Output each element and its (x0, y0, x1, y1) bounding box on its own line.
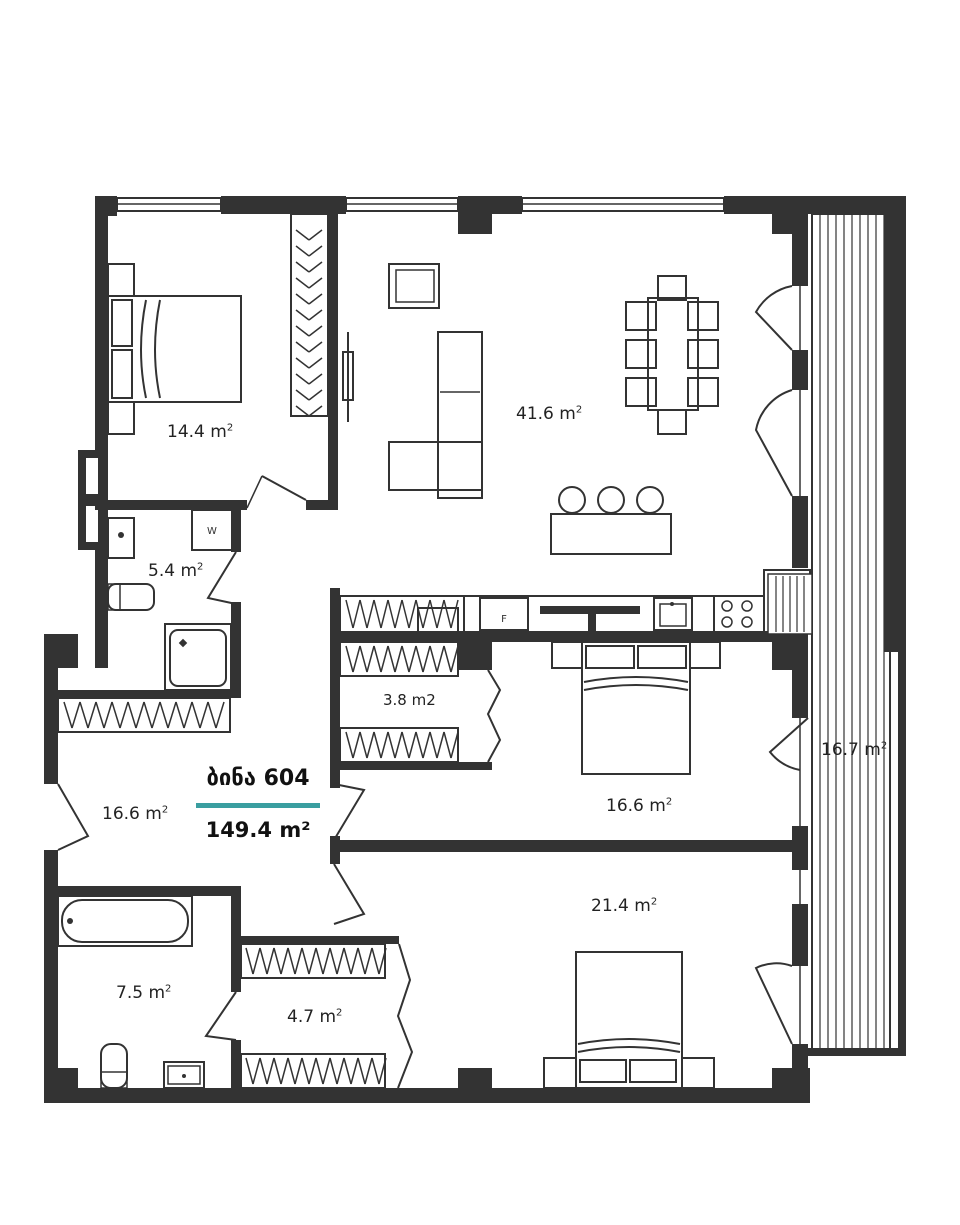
apartment-name: ბინა 604 (206, 766, 310, 791)
closet-middle-shelves (339, 599, 459, 763)
bed-middle (551, 641, 721, 775)
kitchen-counter (339, 569, 813, 635)
wardrobe-hallway (57, 697, 231, 733)
kitchen-wardrobe (339, 595, 465, 633)
walls (44, 196, 906, 1103)
room-area-bedroom-top-left: 14.4 m2 (167, 422, 234, 442)
title-accent-line (196, 803, 320, 808)
bed-top-left (107, 263, 242, 435)
armchair (388, 263, 440, 309)
room-area-bedroom-bottom: 21.4 m2 (591, 896, 658, 916)
room-area-living-room: 41.6 m2 (516, 404, 583, 424)
room-area-bathroom-small: 5.4 m2 (148, 561, 204, 581)
room-area-bedroom-middle: 16.6 m2 (606, 796, 673, 816)
apartment-total-area: 149.4 m² (205, 818, 311, 842)
sofa (388, 331, 483, 499)
room-area-closet-bottom: 4.7 m2 (287, 1007, 343, 1027)
fridge-label: F (501, 614, 507, 625)
wardrobe-top-left (290, 213, 329, 417)
windows-top (116, 197, 725, 212)
room-area-balcony: 16.7 m2 (821, 740, 888, 760)
doors (57, 285, 809, 1089)
kitchen-island (550, 486, 672, 555)
balcony-deck (811, 213, 891, 1051)
tv (342, 332, 354, 422)
dining-table (625, 275, 719, 435)
bath-large-fixtures (57, 895, 205, 1089)
room-area-closet-middle: 3.8 m2 (383, 691, 436, 709)
bed-bottom (543, 951, 715, 1089)
washer-label: W (207, 526, 217, 537)
room-area-hallway: 16.6 m2 (102, 804, 169, 824)
room-area-bathroom-large: 7.5 m2 (116, 983, 172, 1003)
closet-bottom-shelves (240, 943, 387, 1089)
